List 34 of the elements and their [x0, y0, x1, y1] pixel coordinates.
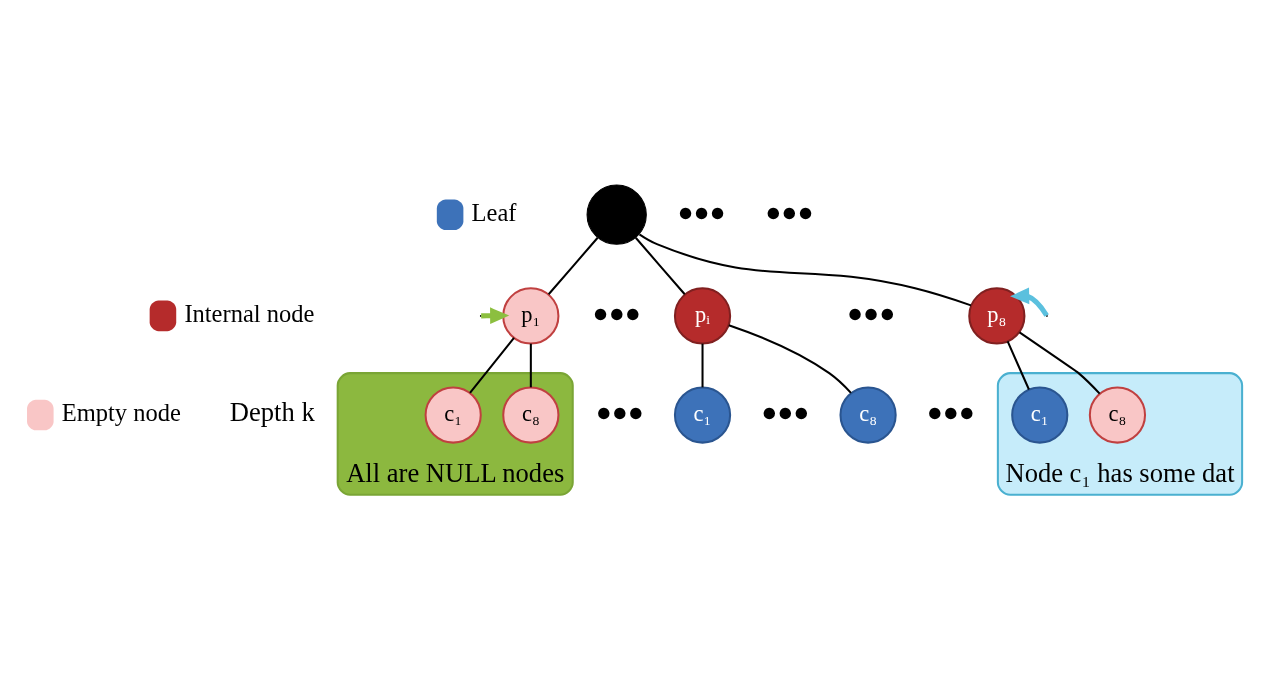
- arrow: [1010, 287, 1049, 317]
- node-circle: c₁: [424, 386, 482, 444]
- label: ●●●: [847, 298, 896, 329]
- connector: [529, 343, 532, 388]
- label: ●●●: [765, 197, 814, 228]
- label: ●●●: [761, 397, 810, 428]
- connector: [728, 324, 852, 394]
- connector: [469, 337, 515, 394]
- label: ●●●: [592, 298, 641, 329]
- cluster: [996, 372, 1244, 496]
- legend-label: Leaf: [471, 199, 517, 227]
- node-circle: c₁: [673, 386, 732, 444]
- node-circle: c₈: [839, 386, 897, 444]
- node-circle: c₁: [1011, 386, 1069, 444]
- node-circle: p₈: [968, 287, 1026, 345]
- cluster: [336, 372, 574, 496]
- connector: [634, 237, 686, 295]
- connector: [638, 233, 972, 307]
- node-circle: c₈: [502, 386, 560, 444]
- node-circle: [586, 184, 647, 245]
- legend-label: Empty node: [61, 399, 181, 427]
- node-circle: p₁: [502, 287, 560, 345]
- label: ●●●: [677, 197, 726, 228]
- connector: [1018, 331, 1101, 395]
- node-label: All are NULL nodes: [346, 458, 565, 489]
- connector: [547, 237, 599, 295]
- node-circle: c₈: [1088, 386, 1147, 444]
- node-circle: pᵢ: [673, 287, 732, 345]
- connector: [701, 343, 704, 388]
- label: ●●●: [595, 397, 644, 428]
- legend-label: Internal node: [184, 300, 315, 328]
- label: ●●●: [926, 397, 975, 428]
- label: Depth k: [229, 397, 315, 428]
- node-label: Node c₁ has some dat: [1005, 458, 1235, 489]
